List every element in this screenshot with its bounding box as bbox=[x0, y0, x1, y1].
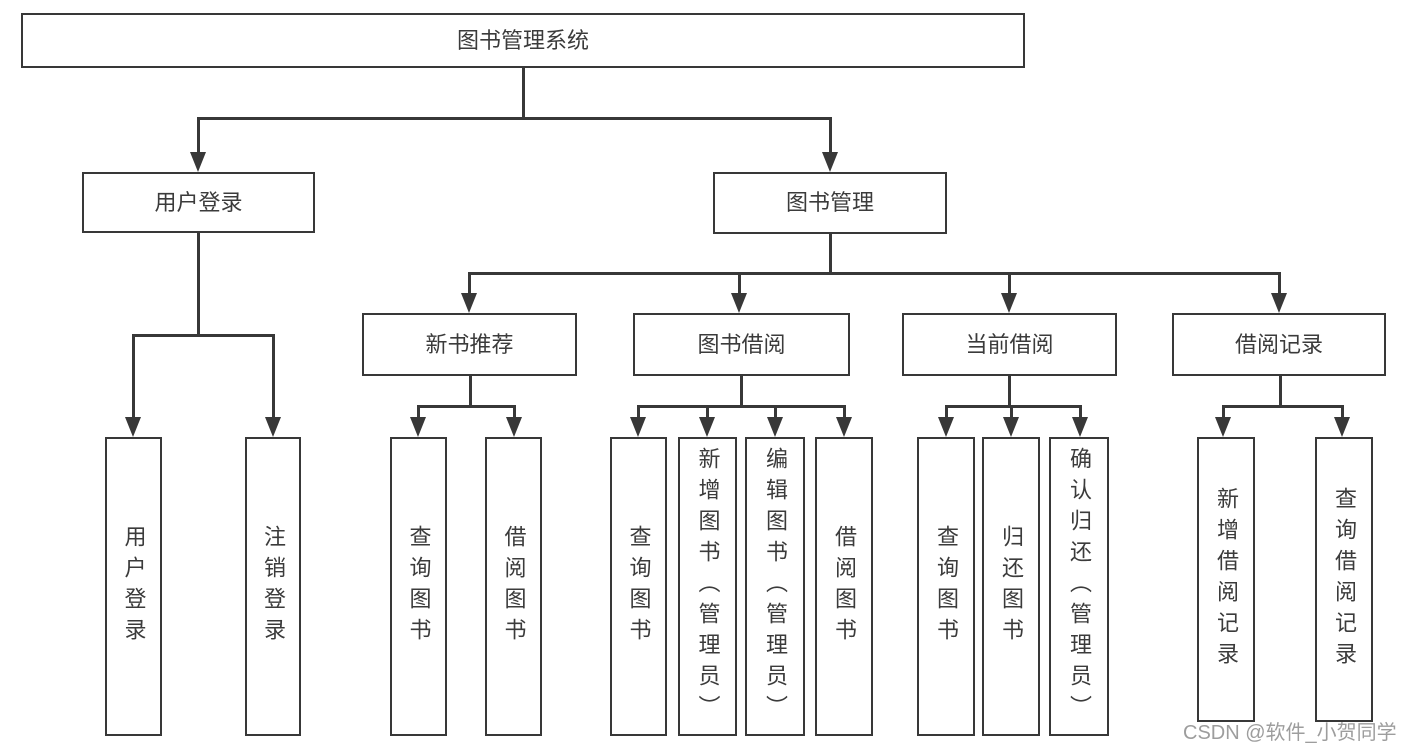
arrow-down-icon bbox=[1001, 293, 1017, 313]
connector-line bbox=[467, 271, 1281, 275]
arrow-down-icon bbox=[1215, 417, 1231, 437]
connector-line bbox=[773, 406, 777, 422]
connector-line bbox=[467, 273, 471, 298]
connector-line bbox=[196, 118, 200, 156]
leaf-edit-book-admin: 编辑图书（管理员） bbox=[745, 437, 805, 736]
leaf-return-book: 归还图书 bbox=[982, 437, 1040, 736]
leaf-label: 借阅图书 bbox=[501, 524, 527, 649]
connector-line bbox=[842, 406, 846, 422]
leaf-label: 新增借阅记录 bbox=[1214, 486, 1239, 673]
arrow-down-icon bbox=[630, 417, 646, 437]
leaf-add-borrow-record: 新增借阅记录 bbox=[1197, 437, 1255, 722]
leaf-borrow-book-recommend: 借阅图书 bbox=[485, 437, 542, 736]
connector-line bbox=[416, 406, 420, 422]
leaf-query-book-current: 查询图书 bbox=[917, 437, 975, 736]
connector-line bbox=[828, 118, 832, 156]
connector-line bbox=[1278, 376, 1282, 407]
leaf-confirm-return-admin: 确认归还（管理员） bbox=[1049, 437, 1109, 736]
leaf-label: 新增图书（管理员） bbox=[695, 447, 721, 726]
node-label: 图书管理系统 bbox=[456, 27, 589, 53]
connector-line bbox=[944, 406, 948, 422]
arrow-down-icon bbox=[767, 417, 783, 437]
connector-line bbox=[521, 68, 525, 119]
connector-line bbox=[1221, 406, 1225, 422]
connector-line bbox=[1009, 406, 1013, 422]
arrow-down-icon bbox=[410, 417, 426, 437]
connector-line bbox=[739, 376, 743, 407]
connector-line bbox=[1221, 404, 1344, 408]
connector-line bbox=[468, 376, 472, 407]
connector-line bbox=[1007, 376, 1011, 407]
leaf-user-login: 用户登录 bbox=[105, 437, 162, 736]
node-label: 当前借阅 bbox=[965, 331, 1054, 357]
arrow-down-icon bbox=[125, 417, 141, 437]
leaf-label: 注销登录 bbox=[261, 524, 286, 649]
leaf-label: 查询图书 bbox=[934, 524, 959, 649]
node-label: 借阅记录 bbox=[1234, 331, 1323, 357]
connector-line bbox=[1078, 406, 1082, 422]
connector-line bbox=[512, 406, 516, 422]
leaf-label: 借阅图书 bbox=[832, 524, 857, 649]
arrow-down-icon bbox=[1271, 293, 1287, 313]
node-borrowing-records: 借阅记录 bbox=[1172, 313, 1386, 376]
arrow-down-icon bbox=[461, 293, 477, 313]
leaf-borrow-book: 借阅图书 bbox=[815, 437, 873, 736]
node-current-borrowing: 当前借阅 bbox=[902, 313, 1117, 376]
arrow-down-icon bbox=[731, 293, 747, 313]
leaf-query-book-borrow: 查询图书 bbox=[610, 437, 667, 736]
arrow-down-icon bbox=[822, 152, 838, 172]
arrow-down-icon bbox=[265, 417, 281, 437]
node-library-system: 图书管理系统 bbox=[21, 13, 1025, 68]
arrow-down-icon bbox=[1072, 417, 1088, 437]
leaf-query-borrow-record: 查询借阅记录 bbox=[1315, 437, 1373, 722]
connector-line bbox=[1277, 273, 1281, 298]
node-book-management: 图书管理 bbox=[713, 172, 947, 234]
node-book-borrowing: 图书借阅 bbox=[633, 313, 850, 376]
arrow-down-icon bbox=[1334, 417, 1350, 437]
node-new-book-recommendation: 新书推荐 bbox=[362, 313, 577, 376]
leaf-label: 编辑图书（管理员） bbox=[763, 447, 788, 726]
connector-line bbox=[416, 404, 516, 408]
leaf-label: 确认归还（管理员） bbox=[1067, 447, 1092, 726]
connector-line bbox=[636, 406, 640, 422]
arrow-down-icon bbox=[190, 152, 206, 172]
connector-line bbox=[944, 404, 1082, 408]
connector-line bbox=[737, 273, 741, 298]
leaf-label: 用户登录 bbox=[121, 524, 147, 649]
watermark: CSDN @软件_小贺同学 bbox=[1183, 722, 1397, 744]
connector-line bbox=[1007, 273, 1011, 298]
arrow-down-icon bbox=[506, 417, 522, 437]
leaf-label: 归还图书 bbox=[999, 524, 1024, 649]
connector-line bbox=[828, 234, 832, 274]
leaf-logout: 注销登录 bbox=[245, 437, 301, 736]
connector-line bbox=[131, 335, 135, 422]
connector-line bbox=[636, 404, 846, 408]
node-label: 图书管理 bbox=[785, 190, 874, 215]
node-label: 新书推荐 bbox=[425, 331, 514, 357]
leaf-query-book-recommend: 查询图书 bbox=[390, 437, 447, 736]
connector-line bbox=[131, 333, 275, 337]
leaf-label: 查询图书 bbox=[626, 524, 652, 649]
leaf-add-book-admin: 新增图书（管理员） bbox=[678, 437, 737, 736]
arrow-down-icon bbox=[699, 417, 715, 437]
node-user-login: 用户登录 bbox=[82, 172, 315, 233]
node-label: 图书借阅 bbox=[697, 331, 786, 357]
connector-line bbox=[705, 406, 709, 422]
node-label: 用户登录 bbox=[154, 189, 243, 215]
leaf-label: 查询借阅记录 bbox=[1332, 486, 1357, 673]
arrow-down-icon bbox=[836, 417, 852, 437]
connector-line bbox=[196, 233, 200, 336]
arrow-down-icon bbox=[938, 417, 954, 437]
arrow-down-icon bbox=[1003, 417, 1019, 437]
connector-line bbox=[1340, 406, 1344, 422]
leaf-label: 查询图书 bbox=[406, 524, 432, 649]
connector-line bbox=[271, 335, 275, 422]
connector-line bbox=[196, 116, 832, 120]
